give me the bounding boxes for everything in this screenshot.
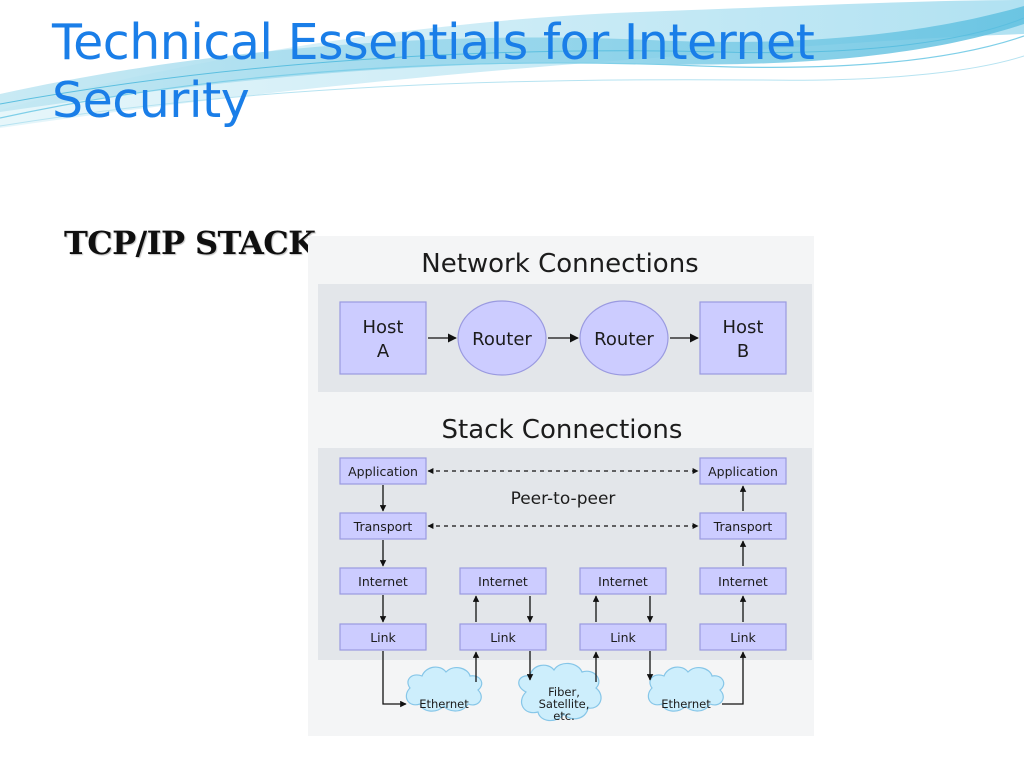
host-a-application-label: Application: [348, 464, 418, 479]
host-b-link: Link: [699, 623, 787, 651]
host-b-internet: Internet: [699, 567, 787, 595]
host-b-internet-label: Internet: [718, 574, 768, 589]
wire-host-a-to-ethernet: [382, 651, 407, 708]
network-connections-title: Network Connections: [421, 249, 698, 279]
host-a-link: Link: [339, 623, 427, 651]
peer-to-peer-label: Peer-to-peer: [511, 489, 616, 509]
router-2-link: Link: [579, 623, 667, 651]
medium-fiber: Fiber, Satellite, etc.: [518, 662, 602, 723]
router-1-internet-label: Internet: [478, 574, 528, 589]
node-host-b-line2: B: [737, 341, 749, 362]
host-b-transport-label: Transport: [713, 519, 773, 534]
host-a-transport: Transport: [339, 512, 427, 540]
cloud-icon: [405, 666, 483, 712]
host-b-transport: Transport: [699, 512, 787, 540]
wave-line-3: [0, 55, 1024, 127]
wave-band-upper: [0, 0, 1024, 128]
wire-ethernet-to-host-b: [722, 651, 747, 705]
router-1-link-label: Link: [490, 630, 516, 645]
router-1-link: Link: [459, 623, 547, 651]
stack-connections-title: Stack Connections: [442, 415, 683, 445]
host-a-link-label: Link: [370, 630, 396, 645]
node-host-a-line2: A: [377, 341, 390, 362]
router-2-internet-label: Internet: [598, 574, 648, 589]
host-b-link-label: Link: [730, 630, 756, 645]
cloud-icon: [647, 666, 725, 712]
node-router-2: Router: [579, 300, 669, 376]
wave-line-1: [0, 35, 1024, 119]
medium-fiber-line1: Fiber,: [548, 685, 580, 699]
router-1-internet: Internet: [459, 567, 547, 595]
node-host-a: Host A: [339, 301, 427, 375]
host-a-application: Application: [339, 457, 427, 485]
medium-ethernet-2: Ethernet: [647, 666, 725, 712]
host-b-application-label: Application: [708, 464, 778, 479]
tcp-ip-diagram: Network Connections Host A Router Router…: [308, 236, 814, 736]
node-router-1-label: Router: [472, 329, 532, 350]
node-host-b-line1: Host: [723, 317, 764, 338]
host-b-application: Application: [699, 457, 787, 485]
wave-line-2: [0, 17, 1024, 105]
node-host-a-line1: Host: [363, 317, 404, 338]
medium-ethernet-1: Ethernet: [405, 666, 483, 712]
slide-title-line2: Security: [52, 72, 250, 129]
router-2-internet: Internet: [579, 567, 667, 595]
wave-band-main: [0, 6, 1024, 112]
node-router-1: Router: [457, 300, 547, 376]
section-heading: TCP/IP STACK: [64, 224, 316, 262]
host-a-transport-label: Transport: [353, 519, 413, 534]
cloud-icon: [518, 662, 602, 722]
host-a-internet-label: Internet: [358, 574, 408, 589]
host-a-internet: Internet: [339, 567, 427, 595]
medium-ethernet-1-label: Ethernet: [419, 697, 469, 711]
medium-fiber-line2: Satellite,: [539, 697, 590, 711]
medium-ethernet-2-label: Ethernet: [661, 697, 711, 711]
node-router-2-label: Router: [594, 329, 654, 350]
node-host-b: Host B: [699, 301, 787, 375]
slide-title-line1: Technical Essentials for Internet: [52, 14, 815, 71]
router-2-link-label: Link: [610, 630, 636, 645]
tcp-ip-diagram-svg: Network Connections Host A Router Router…: [308, 236, 814, 736]
medium-fiber-line3: etc.: [553, 709, 575, 723]
slide-title: Technical Essentials for Internet Securi…: [52, 14, 952, 130]
